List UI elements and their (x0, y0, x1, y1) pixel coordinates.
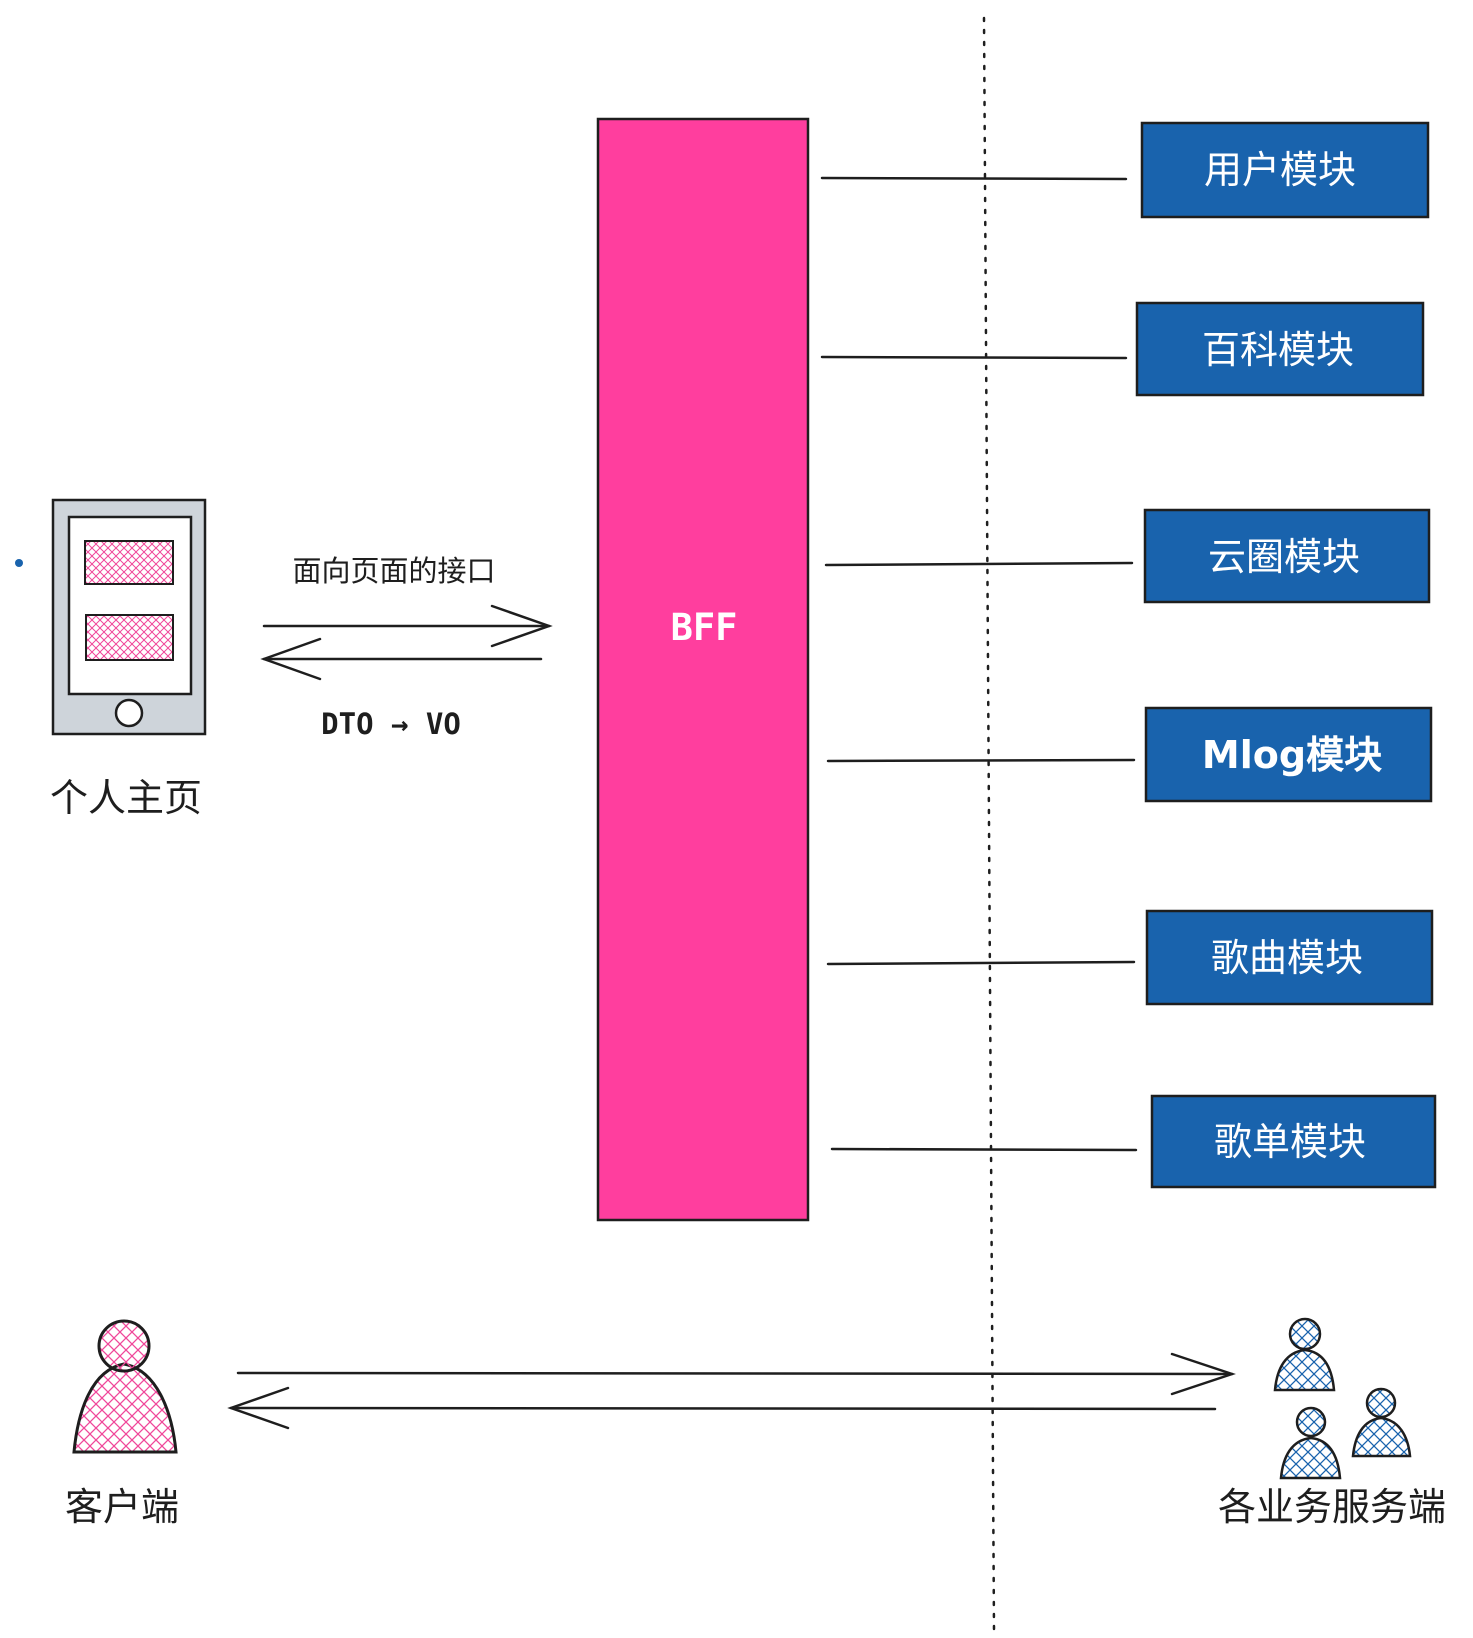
module-wiki: 百科模块 (1135, 301, 1425, 397)
client-label: 客户端 (65, 1485, 179, 1529)
connector-song (826, 960, 1136, 966)
module-song: 歌曲模块 (1145, 909, 1434, 1006)
person-icon (72, 1319, 178, 1454)
connector-wiki (820, 355, 1128, 360)
boundary-divider (982, 16, 996, 1632)
interface-label: 面向页面的接口 (292, 554, 495, 588)
module-connectors (820, 176, 1138, 1152)
client-page-label: 个人主页 (50, 776, 202, 820)
people-group-icon (1273, 1317, 1412, 1480)
server-label: 各业务服务端 (1218, 1485, 1446, 1529)
connector-mlog (826, 758, 1136, 763)
module-mlog-label: Mlog模块 (1202, 733, 1382, 777)
module-circle: 云圈模块 (1143, 508, 1431, 604)
module-playlist: 歌单模块 (1150, 1094, 1437, 1189)
module-wiki-label: 百科模块 (1202, 328, 1354, 372)
marker-dot (15, 559, 23, 567)
bff-layer: BFF (596, 117, 810, 1222)
page-bff-arrows (260, 604, 553, 681)
connector-playlist (830, 1147, 1138, 1152)
module-song-label: 歌曲模块 (1211, 936, 1363, 980)
module-circle-label: 云圈模块 (1208, 535, 1360, 579)
client-server-arrows (227, 1352, 1236, 1430)
transform-label: DTO → VO (321, 707, 461, 741)
module-mlog: Mlog模块 (1144, 706, 1433, 803)
bff-label: BFF (671, 606, 738, 649)
module-user-label: 用户模块 (1204, 148, 1356, 192)
module-playlist-label: 歌单模块 (1214, 1120, 1366, 1164)
module-user: 用户模块 (1140, 121, 1430, 219)
connector-circle (824, 561, 1134, 567)
connector-user (820, 176, 1128, 181)
phone-icon (51, 498, 207, 736)
